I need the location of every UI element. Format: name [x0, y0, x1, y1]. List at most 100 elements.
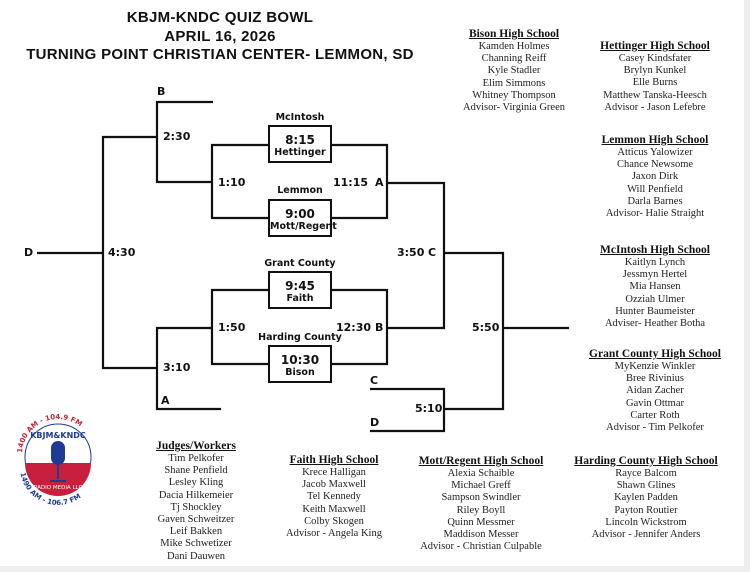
roster-advisor: Advisor - Jason Lefebre — [604, 101, 706, 113]
roster-title: Harding County High School — [574, 455, 718, 467]
team-harding-county: Harding County — [258, 332, 342, 343]
time-550: 5:50 — [472, 321, 500, 334]
roster-advisor: Advisor- Halie Straight — [605, 208, 705, 220]
bracket-line-310 — [155, 326, 221, 411]
slot-b-mid: B — [375, 321, 384, 334]
page-edge-right — [744, 0, 750, 572]
roster-member: Casey Kindsfater — [618, 53, 692, 64]
roster-member: Tj Shockley — [170, 501, 222, 513]
roster-member: Sampson Swindler — [441, 492, 521, 504]
roster-member: Keith Maxwell — [302, 503, 366, 515]
game-box-945: 9:45 Faith — [268, 271, 332, 309]
roster-mott-regent: Mott/Regent High School Alexia Schaible … — [396, 455, 566, 553]
roster-judges: Judges/Workers Tim Pelkofer Shane Penfie… — [111, 440, 281, 563]
svg-text:KBJM&KNDC: KBJM&KNDC — [30, 431, 86, 440]
roster-title: McIntosh High School — [600, 244, 710, 256]
game-time: 9:00 — [285, 207, 315, 221]
roster-member: Channing Reiff — [481, 53, 547, 65]
roster-member: Jaxon Dirk — [631, 171, 679, 183]
event-date: APRIL 16, 2026 — [164, 28, 276, 45]
roster-advisor: Advisor- Virginia Green — [462, 102, 565, 114]
time-310: 3:10 — [163, 361, 191, 374]
roster-member: Lincoln Wickstrom — [605, 516, 687, 528]
roster-member: Kaitlyn Lynch — [624, 257, 686, 268]
roster-advisor: Adviser- Heather Botha — [604, 318, 706, 330]
time-110: 1:10 — [218, 176, 246, 189]
roster-title: Grant County High School — [589, 348, 721, 360]
roster-member: Dacia Hilkemeier — [158, 489, 234, 501]
roster-member: Payton Routier — [614, 504, 678, 516]
roster-member: Brylyn Kunkel — [623, 65, 687, 77]
event-location: TURNING POINT CHRISTIAN CENTER- LEMMON, … — [26, 46, 414, 63]
roster-title: Hettinger High School — [600, 40, 710, 52]
roster-bison: Bison High School Kamden Holmes Channing… — [429, 28, 599, 114]
roster-member: Atticus Yalowizer — [617, 147, 693, 158]
roster-hettinger: Hettinger High School Casey Kindsfater B… — [570, 40, 740, 114]
roster-member: MyKenzie Winkler — [614, 361, 696, 372]
page-edge-bottom — [0, 566, 750, 572]
game-time: 8:15 — [285, 133, 315, 147]
slot-d-lower: D — [370, 416, 380, 429]
roster-advisor: Advisor - Tim Pelkofer — [606, 422, 704, 434]
roster-member: Shane Penfield — [164, 465, 228, 477]
bracket-line-1115 — [332, 143, 389, 220]
bracket-line-550 — [444, 251, 505, 411]
slot-a-bottom: A — [161, 394, 170, 407]
roster-harding-county: Harding County High School Rayce Balcom … — [561, 455, 731, 541]
team-hettinger: Hettinger — [274, 147, 326, 158]
bracket-line-1230 — [332, 288, 389, 366]
time-1230: 12:30 — [336, 321, 372, 334]
roster-member: Tim Pelkofer — [168, 453, 224, 464]
roster-member: Gavin Ottmar — [625, 397, 685, 409]
bracket-line-510 — [370, 387, 446, 433]
roster-member: Lesley Kling — [168, 477, 224, 489]
time-150: 1:50 — [218, 321, 246, 334]
bracket-line-a-to-c — [387, 181, 446, 330]
roster-member: Mike Schwetizer — [160, 538, 232, 550]
roster-member: Leif Bakken — [169, 526, 223, 538]
slot-c-lower: C — [370, 374, 379, 387]
time-350: 3:50 — [397, 246, 425, 259]
roster-member: Chance Newsome — [616, 159, 694, 171]
game-box-1030: 10:30 Bison — [268, 345, 332, 383]
bracket-line-b-top — [155, 100, 213, 184]
roster-lemmon: Lemmon High School Atticus Yalowizer Cha… — [570, 134, 740, 220]
roster-member: Hunter Baumeister — [615, 305, 695, 317]
roster-member: Michael Greff — [451, 480, 511, 492]
roster-mcintosh: McIntosh High School Kaitlyn Lynch Jessm… — [570, 244, 740, 330]
bracket-line-110 — [210, 143, 268, 220]
team-bison: Bison — [285, 367, 315, 378]
roster-member: Shawn Glines — [616, 480, 676, 492]
roster-title: Judges/Workers — [156, 440, 236, 452]
roster-member: Colby Skogen — [304, 515, 364, 527]
slot-b-top: B — [157, 85, 166, 98]
time-430: 4:30 — [108, 246, 136, 259]
roster-member: Darla Barnes — [627, 195, 683, 207]
team-grant-county: Grant County — [264, 258, 336, 269]
svg-text:RADIO MEDIA LLC: RADIO MEDIA LLC — [34, 485, 83, 491]
roster-member: Mia Hansen — [629, 281, 681, 293]
roster-advisor: Advisor - Angela King — [286, 528, 382, 540]
roster-grant-county: Grant County High School MyKenzie Winkle… — [570, 348, 740, 434]
event-title: KBJM-KNDC QUIZ BOWL — [126, 9, 314, 26]
roster-member: Jacob Maxwell — [302, 479, 366, 491]
radio-logo: 1400 AM - 104.9 FM KBJM&KNDC RADIO MEDIA… — [16, 413, 92, 507]
roster-faith: Faith High School Krece Halligan Jacob M… — [249, 454, 419, 540]
team-lemmon: Lemmon — [277, 185, 323, 196]
roster-member: Bree Rivinius — [625, 373, 685, 385]
roster-member: Gaven Schweitzer — [157, 514, 235, 526]
time-230: 2:30 — [163, 130, 191, 143]
roster-member: Kamden Holmes — [478, 41, 550, 52]
team-faith: Faith — [286, 293, 314, 304]
roster-member: Alexia Schaible — [447, 468, 515, 479]
roster-member: Quinn Messmer — [447, 516, 515, 528]
slot-a-mid: A — [375, 176, 384, 189]
game-time: 9:45 — [285, 279, 315, 293]
game-box-900: 9:00 Mott/Regent — [268, 199, 337, 237]
roster-member: Elle Burns — [632, 77, 678, 89]
roster-member: Whitney Thompson — [472, 89, 556, 101]
roster-member: Kyle Stadler — [487, 65, 541, 77]
time-510: 5:10 — [415, 402, 443, 415]
roster-member: Tel Kennedy — [307, 491, 361, 503]
